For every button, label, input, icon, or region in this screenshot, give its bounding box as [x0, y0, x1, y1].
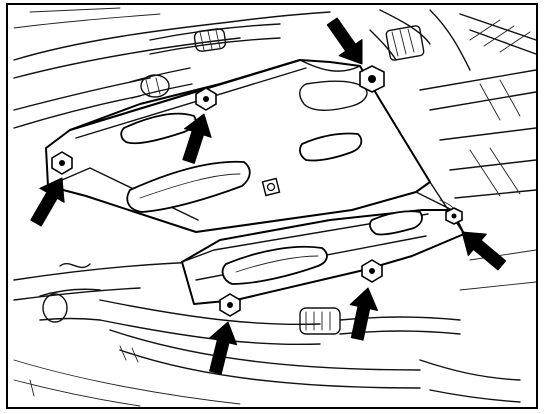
callout-arrows	[30, 17, 507, 375]
callout-arrow-icon	[349, 287, 379, 341]
hex-bolt-icon	[51, 151, 73, 175]
fasteners	[51, 65, 463, 317]
background-structure	[13, 7, 537, 199]
hex-bolt-icon	[445, 207, 463, 225]
hex-bolt-icon	[361, 259, 383, 283]
hex-bolt-icon	[219, 293, 241, 317]
shield-plate-upper	[45, 58, 431, 233]
drawing-border	[6, 3, 538, 409]
callout-arrow-icon	[461, 231, 507, 271]
shield-plate-lower	[181, 181, 465, 305]
background-structure-lower	[13, 249, 537, 407]
callout-arrow-icon	[209, 321, 238, 375]
callout-arrow-icon	[182, 113, 212, 164]
hex-bolt-icon	[195, 87, 217, 111]
hex-bolt-icon	[359, 65, 385, 93]
callout-arrow-icon	[326, 17, 363, 65]
callout-arrow-icon	[30, 177, 65, 227]
